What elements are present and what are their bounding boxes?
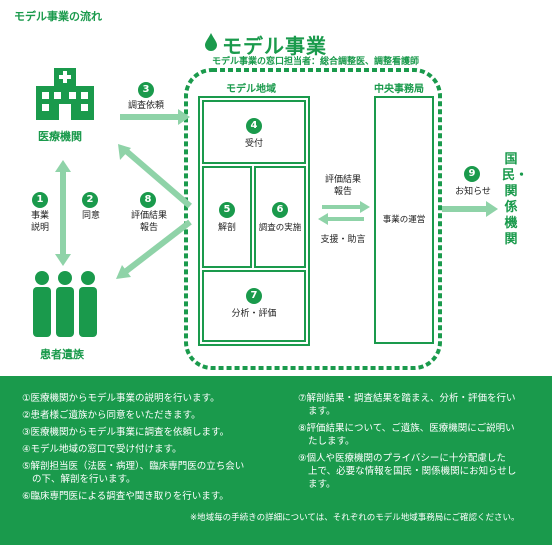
arrow-report-medical [123, 147, 192, 209]
step-9-label: お知らせ [455, 187, 491, 197]
model-business-frame [184, 68, 442, 370]
drop-icon [205, 33, 217, 51]
central-office-box [374, 96, 434, 344]
step-6-badge: 6 [272, 202, 288, 218]
flow-arrows [55, 68, 498, 370]
public-label: 国民・関係機関 [502, 152, 529, 247]
note-5-line1: ⑤解剖担当医（法医・病理）、臨床専門医の立ち会い [22, 461, 245, 472]
step-8-badge: 8 [140, 192, 156, 208]
medical-label: 医療機関 [38, 130, 82, 143]
model-area-label: モデル地域 [226, 84, 276, 95]
step-1-label-line1: 事業 [30, 211, 49, 221]
central-office-label: 中央事務局 [374, 84, 424, 95]
step-5-label: 解剖 [217, 223, 236, 233]
notes-right: ⑦解剖結果・調査結果を踏まえ、分析・評価を行い ます。 ⑧評価結果について、ご遺… [298, 392, 542, 491]
note-7-line1: ⑦解剖結果・調査結果を踏まえ、分析・評価を行い [298, 393, 516, 404]
eval-report-line1: 評価結果 [324, 175, 361, 185]
note-8-line2: たします。 [308, 436, 355, 447]
step-1-badge: 1 [32, 192, 48, 208]
step-1-label-line2: 説明 [30, 223, 49, 233]
notes-left: ①医療機関からモデル事業の説明を行います。 ②患者様ご遺族から同意をいただきます… [22, 392, 292, 503]
note-5-line2: の下、解剖を行います。 [32, 474, 136, 485]
step-3-badge: 3 [138, 82, 154, 98]
step-7-label: 分析・評価 [231, 309, 277, 319]
note-9-line2: 上で、必要な情報を国民・関係機関にお知らせし [308, 466, 517, 477]
footnote: ※地域毎の手続きの詳細については、それぞれのモデル地域事務局にご確認ください。 [190, 513, 520, 523]
step-2-label: 同意 [81, 211, 100, 221]
note-3: ③医療機関からモデル事業に調査を依頼します。 [22, 427, 230, 438]
arrow-report-family [123, 219, 192, 275]
note-2: ②患者様ご遺族から同意をいただきます。 [22, 410, 201, 421]
step-6-label: 調査の実施 [258, 223, 302, 233]
step-3-label: 調査依頼 [127, 101, 164, 111]
step-5-badge: 5 [219, 202, 235, 218]
note-4: ④モデル地域の窓口で受け付けます。 [22, 444, 182, 455]
operation-label: 事業の運営 [382, 215, 426, 225]
note-1: ①医療機関からモデル事業の説明を行います。 [22, 393, 220, 404]
step-8-label-line2: 報告 [139, 223, 158, 233]
note-9-line1: ⑨個人や医療機関のプライバシーに十分配慮した [298, 453, 506, 464]
step-2-badge: 2 [82, 192, 98, 208]
people-icon [33, 271, 97, 337]
note-6: ⑥臨床専門医による調査や聞き取りを行います。 [22, 491, 229, 502]
family-label: 患者遺族 [40, 348, 84, 361]
note-8-line1: ⑧評価結果について、ご遺族、医療機関にご説明い [298, 423, 515, 434]
notes-panel [0, 376, 552, 545]
step-9-badge: 9 [464, 166, 480, 182]
step-8-label-line1: 評価結果 [130, 211, 167, 221]
eval-report-line2: 報告 [333, 187, 352, 197]
step-4-label: 受付 [244, 139, 263, 149]
note-7-line2: ます。 [308, 406, 336, 417]
hospital-icon [36, 68, 94, 120]
analysis-box [202, 270, 306, 342]
main-title: モデル事業 [222, 34, 327, 58]
step-7-badge: 7 [246, 288, 262, 304]
note-9-line3: ます。 [308, 479, 336, 490]
step-4-badge: 4 [246, 118, 262, 134]
support-label: 支援・助言 [320, 235, 366, 245]
section-title: モデル事業の流れ [14, 10, 102, 23]
subtitle: モデル事業の窓口担当者：総合調整医、調整看護師 [212, 57, 420, 67]
